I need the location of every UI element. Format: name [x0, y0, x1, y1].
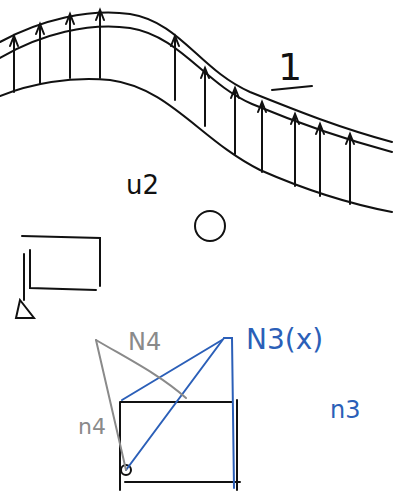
shape-function-label: N4 — [128, 330, 161, 354]
band-top-edge — [0, 12, 392, 142]
node-circle — [195, 211, 225, 241]
callout-number: 1 — [278, 48, 302, 86]
node-label: n3 — [330, 398, 360, 422]
shape-function-label: N3(x) — [246, 326, 323, 354]
band-bottom-edge — [0, 79, 392, 212]
support-symbol — [16, 254, 34, 318]
node-label: n4 — [78, 416, 106, 438]
element-square — [120, 400, 240, 490]
variable-label: u2 — [126, 172, 159, 198]
shape-function-n4 — [96, 340, 186, 470]
shape-function-n3 — [122, 338, 234, 488]
element-sketch — [22, 236, 100, 290]
band-inner-edge — [0, 26, 392, 152]
underline — [272, 86, 312, 90]
load-arrows — [10, 10, 354, 204]
